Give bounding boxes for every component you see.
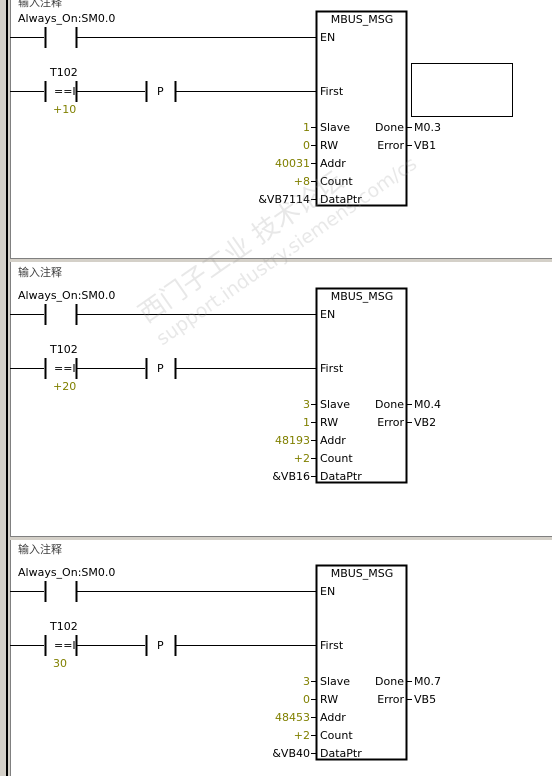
output-pin-label: Done <box>375 121 404 134</box>
ladder-network: Always_On:SM0.0 T102 ==I +10 P MBUS_MSG … <box>0 0 552 230</box>
compare-operator: ==I <box>54 362 76 375</box>
first-pin-label: First <box>320 85 344 98</box>
function-block-title: MBUS_MSG <box>330 567 394 580</box>
contact-always-on-label: Always_On:SM0.0 <box>18 12 116 25</box>
en-pin-label: EN <box>320 585 336 598</box>
en-pin-label: EN <box>320 308 336 321</box>
function-block-title: MBUS_MSG <box>330 290 394 303</box>
compare-contact-label: T102 <box>50 620 78 633</box>
input-pin-label: Count <box>320 729 353 742</box>
input-pin-label: DataPtr <box>320 747 362 760</box>
input-pin-value[interactable]: &VB40 <box>272 747 310 760</box>
network-comment[interactable]: 输入注释 <box>18 266 62 279</box>
network-separator <box>10 536 552 540</box>
contact-always-on-label: Always_On:SM0.0 <box>18 566 116 579</box>
compare-contact-label: T102 <box>50 66 78 79</box>
network-comment[interactable]: 输入注释 <box>18 0 62 9</box>
network-separator <box>10 258 552 262</box>
input-pin-value[interactable]: 1 <box>303 121 310 134</box>
input-pin-label: Slave <box>320 675 351 688</box>
compare-value: +20 <box>53 380 77 393</box>
input-pin-label: Count <box>320 175 353 188</box>
empty-annotation-box[interactable] <box>411 63 513 117</box>
input-pin-label: RW <box>320 139 339 152</box>
output-pin-value[interactable]: VB1 <box>414 139 437 152</box>
input-pin-value[interactable]: &VB7114 <box>258 193 310 206</box>
ladder-wires <box>10 564 412 761</box>
input-pin-value[interactable]: 3 <box>303 675 310 688</box>
en-pin-label: EN <box>320 31 336 44</box>
input-pin-label: Slave <box>320 398 351 411</box>
output-pin-value[interactable]: VB5 <box>414 693 437 706</box>
input-pin-label: Addr <box>320 711 346 724</box>
input-pin-label: RW <box>320 693 339 706</box>
contact-always-on-label: Always_On:SM0.0 <box>18 289 116 302</box>
input-pin-value[interactable]: +2 <box>293 452 310 465</box>
first-pin-label: First <box>320 639 344 652</box>
left-power-rail <box>6 0 8 776</box>
ladder-network: Always_On:SM0.0 T102 ==I 30 P MBUS_MSG E… <box>0 554 552 784</box>
output-pin-value[interactable]: M0.7 <box>414 675 441 688</box>
input-pin-label: Addr <box>320 434 346 447</box>
input-pin-value[interactable]: 1 <box>303 416 310 429</box>
input-pin-label: DataPtr <box>320 193 362 206</box>
input-pin-value[interactable]: 3 <box>303 398 310 411</box>
compare-value: 30 <box>53 657 67 670</box>
output-pin-label: Error <box>377 139 404 152</box>
output-pin-label: Done <box>375 398 404 411</box>
input-pin-value[interactable]: +2 <box>293 729 310 742</box>
input-pin-label: Count <box>320 452 353 465</box>
output-pin-label: Done <box>375 675 404 688</box>
compare-value: +10 <box>53 103 77 116</box>
compare-contact-label: T102 <box>50 343 78 356</box>
input-pin-label: DataPtr <box>320 470 362 483</box>
compare-operator: ==I <box>54 639 76 652</box>
output-pin-value[interactable]: M0.3 <box>414 121 441 134</box>
output-pin-label: Error <box>377 693 404 706</box>
output-pin-label: Error <box>377 416 404 429</box>
output-pin-value[interactable]: VB2 <box>414 416 437 429</box>
ladder-wires <box>10 287 412 484</box>
network-comment[interactable]: 输入注释 <box>18 543 62 556</box>
input-pin-value[interactable]: 48453 <box>275 711 310 724</box>
input-pin-value[interactable]: +8 <box>293 175 310 188</box>
input-pin-label: Slave <box>320 121 351 134</box>
input-pin-label: RW <box>320 416 339 429</box>
output-pin-value[interactable]: M0.4 <box>414 398 441 411</box>
input-pin-label: Addr <box>320 157 346 170</box>
positive-edge-label: P <box>157 85 164 98</box>
positive-edge-label: P <box>157 639 164 652</box>
input-pin-value[interactable]: 0 <box>303 139 310 152</box>
first-pin-label: First <box>320 362 344 375</box>
compare-operator: ==I <box>54 85 76 98</box>
input-pin-value[interactable]: 0 <box>303 693 310 706</box>
function-block-title: MBUS_MSG <box>330 13 394 26</box>
input-pin-value[interactable]: 40031 <box>275 157 310 170</box>
left-power-rail-frame <box>0 0 11 776</box>
positive-edge-label: P <box>157 362 164 375</box>
ladder-wires <box>10 10 412 207</box>
input-pin-value[interactable]: &VB16 <box>272 470 310 483</box>
ladder-network: Always_On:SM0.0 T102 ==I +20 P MBUS_MSG … <box>0 277 552 507</box>
input-pin-value[interactable]: 48193 <box>275 434 310 447</box>
